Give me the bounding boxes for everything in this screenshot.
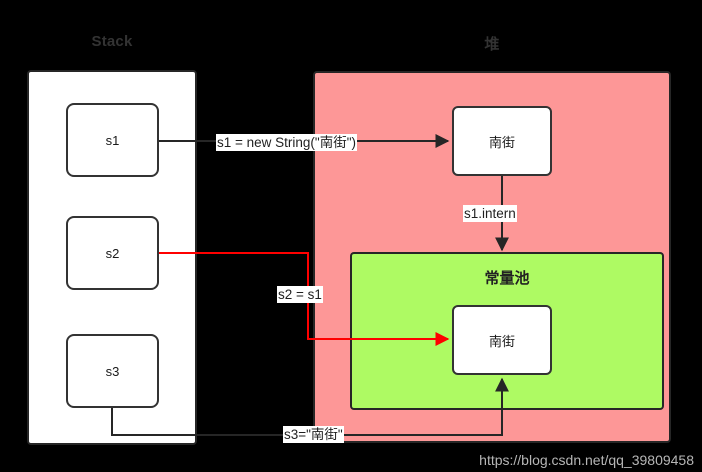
pool-string-node: 南街 [452,305,552,375]
edge-label-s1-intern: s1.intern [463,205,517,222]
pool-string-node-label: 南街 [488,333,515,349]
heap-section-title: 堆 [484,36,500,53]
stack-node-s2-label: s2 [105,245,120,261]
edge-label-s3-literal: s3="南街" [283,426,344,443]
stack-section-title: Stack [91,33,133,50]
stack-node-s3: s3 [66,334,159,408]
heap-string-node: 南街 [452,106,552,176]
watermark-text: https://blog.csdn.net/qq_39809458 [479,452,694,468]
edge-label-s1-new-string: s1 = new String("南街") [216,134,358,151]
edge-label-s2-equals-s1: s2 = s1 [277,286,323,303]
constant-pool-title: 常量池 [484,270,530,287]
stack-node-s3-label: s3 [105,363,120,379]
stack-node-s1-label: s1 [105,132,120,148]
heap-string-node-label: 南街 [488,134,515,150]
stack-node-s2: s2 [66,216,159,290]
stack-node-s1: s1 [66,103,159,177]
